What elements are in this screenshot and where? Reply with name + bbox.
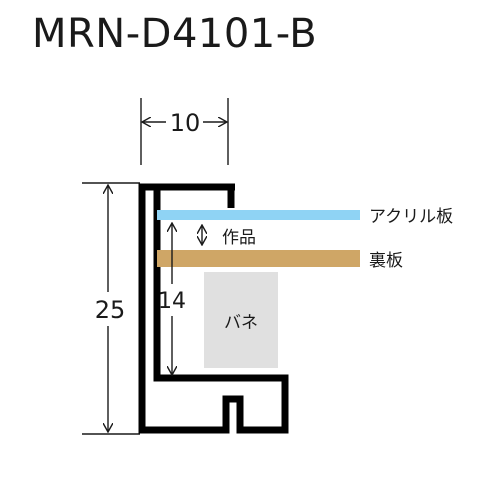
face-width-value: 10 [170, 109, 201, 137]
model-code-title: MRN-D4101-B [32, 11, 318, 57]
spring-block [204, 272, 278, 368]
face-width-dimension: 10 [140, 98, 229, 165]
inner-depth-value: 14 [158, 289, 186, 314]
backing-board-label: 裏板 [369, 250, 403, 271]
backing-board [157, 250, 360, 267]
acrylic-label: アクリル板 [369, 207, 453, 227]
total-depth-value: 25 [95, 296, 126, 324]
artwork-label: 作品 [222, 228, 256, 248]
total-depth-dimension: 25 [82, 182, 140, 435]
inner-depth-dimension: 14 [158, 224, 186, 374]
acrylic-plate [157, 210, 360, 220]
spring-label: バネ [224, 313, 258, 333]
frame-profile [138, 183, 289, 434]
